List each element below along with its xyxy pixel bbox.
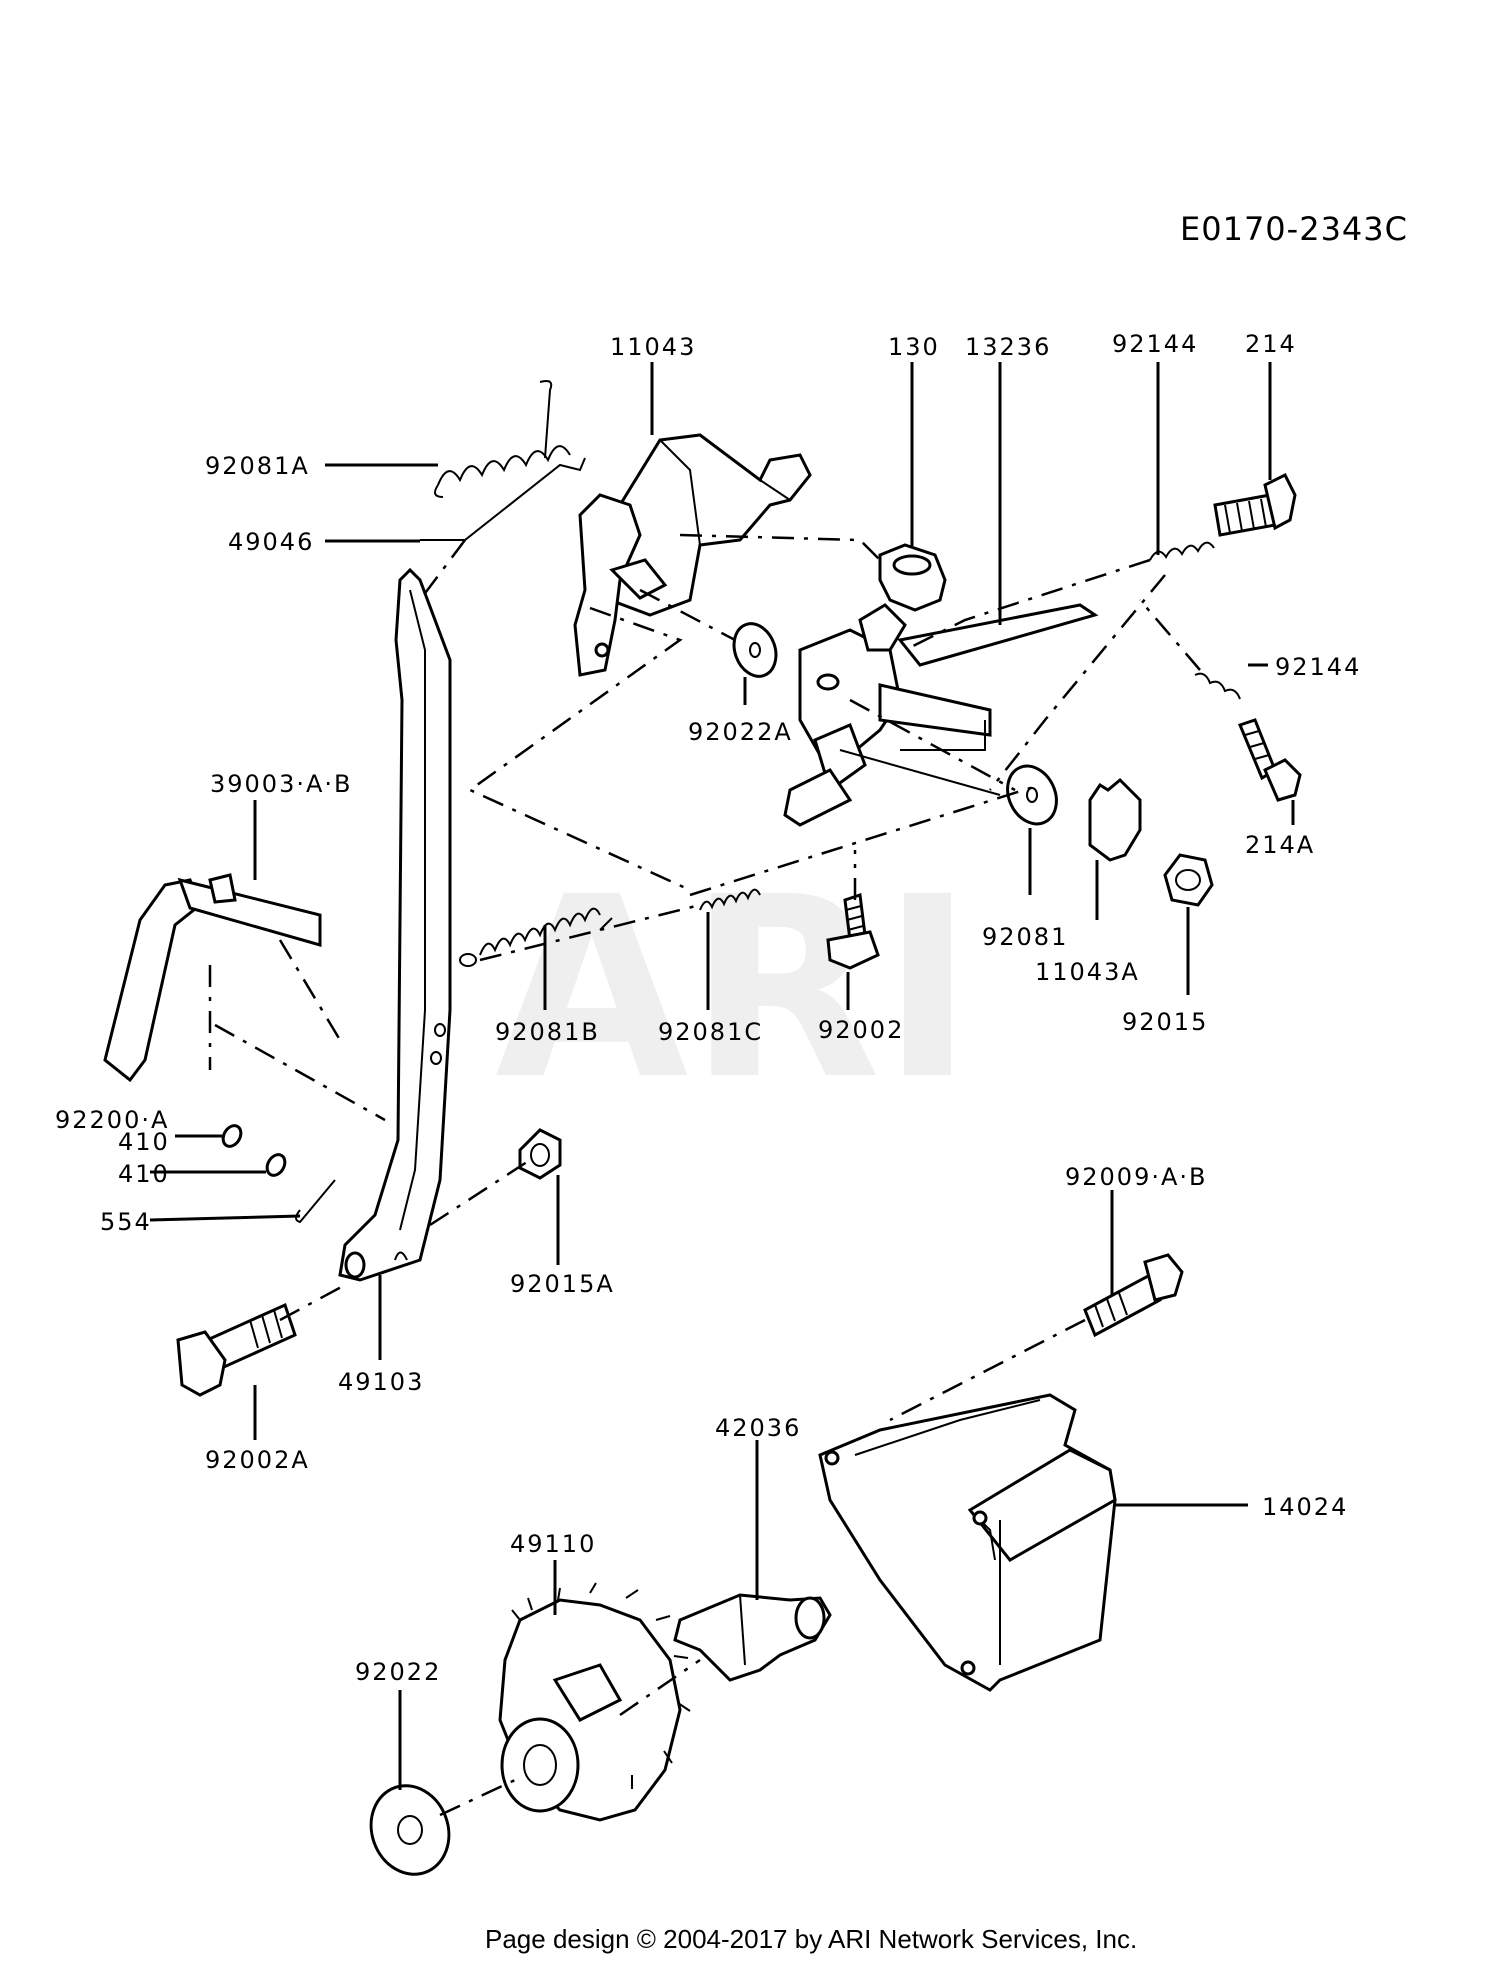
- spring-92144-right-drawing: [1194, 672, 1241, 700]
- washer-410b-drawing: [265, 1153, 287, 1177]
- cover-14024-drawing: [818, 1393, 1117, 1692]
- watermark: ARI: [495, 843, 974, 1134]
- screw-214-drawing: [1213, 472, 1297, 537]
- plate-11043A-drawing: [1088, 777, 1142, 862]
- label-92081B: 92081B: [495, 1018, 600, 1046]
- washer-410a-drawing: [221, 1124, 243, 1148]
- tube-39003-drawing: [103, 873, 322, 1083]
- label-39003: 39003·A·B: [210, 770, 353, 798]
- label-92144-top: 92144: [1112, 330, 1198, 358]
- part-labels: 11043 130 13236 92144 214 92081A 49046 9…: [55, 330, 1361, 1686]
- leader-lines: [149, 362, 1295, 1790]
- label-130: 130: [888, 333, 940, 361]
- label-92015: 92015: [1122, 1008, 1208, 1036]
- gear-49110-drawing: [498, 1582, 691, 1822]
- spring-92081B-drawing: [459, 907, 613, 967]
- label-410b: 410: [118, 1160, 170, 1188]
- label-11043A: 11043A: [1035, 958, 1140, 986]
- label-92081C: 92081C: [658, 1018, 763, 1046]
- label-92081A: 92081A: [205, 452, 310, 480]
- label-214A: 214A: [1245, 831, 1315, 859]
- label-92022A: 92022A: [688, 718, 793, 746]
- label-92002A: 92002A: [205, 1446, 310, 1474]
- label-92144-right: 92144: [1275, 653, 1361, 681]
- label-49046: 49046: [228, 528, 314, 556]
- label-42036: 42036: [715, 1414, 801, 1442]
- label-214: 214: [1245, 330, 1297, 358]
- washer-92022A-drawing: [732, 622, 778, 678]
- screw-214A-drawing: [1237, 718, 1302, 802]
- label-92022: 92022: [355, 1658, 441, 1686]
- label-92009: 92009·A·B: [1065, 1163, 1208, 1191]
- label-14024: 14024: [1262, 1493, 1348, 1521]
- nut-92015A-drawing: [518, 1128, 562, 1180]
- footer-copyright: Page design © 2004-2017 by ARI Network S…: [485, 1924, 1137, 1954]
- lever-13236-drawing: [783, 603, 1099, 827]
- washer-92081-drawing: [1006, 764, 1058, 826]
- label-13236: 13236: [965, 333, 1051, 361]
- bolt-92002-drawing: [826, 892, 880, 970]
- label-49103: 49103: [338, 1368, 424, 1396]
- label-49110: 49110: [510, 1530, 596, 1558]
- shaft-42036-drawing: [673, 1593, 832, 1682]
- bolt-130-drawing: [878, 543, 947, 612]
- bolt-92002A-drawing: [176, 1302, 297, 1397]
- pin-554-drawing: [295, 1179, 336, 1224]
- bolt-92009-drawing: [1083, 1253, 1184, 1338]
- label-92200: 92200·A: [55, 1106, 169, 1134]
- arm-49103-drawing: [338, 567, 452, 1282]
- label-11043: 11043: [610, 333, 696, 361]
- spring-92081C-drawing: [699, 888, 761, 911]
- spring-92081A-drawing: [433, 380, 571, 498]
- washer-92022-drawing: [369, 1784, 451, 1876]
- label-410a: 410: [118, 1128, 170, 1156]
- rod-49046-drawing: [420, 457, 586, 541]
- nut-92015-drawing: [1163, 853, 1214, 907]
- bracket-11043-drawing: [573, 433, 812, 677]
- label-554: 554: [100, 1208, 152, 1236]
- label-92015A: 92015A: [510, 1270, 615, 1298]
- diagram-code: E0170-2343C: [1180, 210, 1408, 248]
- label-92081: 92081: [982, 923, 1068, 951]
- assembly-lines: [208, 533, 1201, 1817]
- label-92002: 92002: [818, 1016, 904, 1044]
- spring-92144-top-drawing: [1149, 541, 1215, 561]
